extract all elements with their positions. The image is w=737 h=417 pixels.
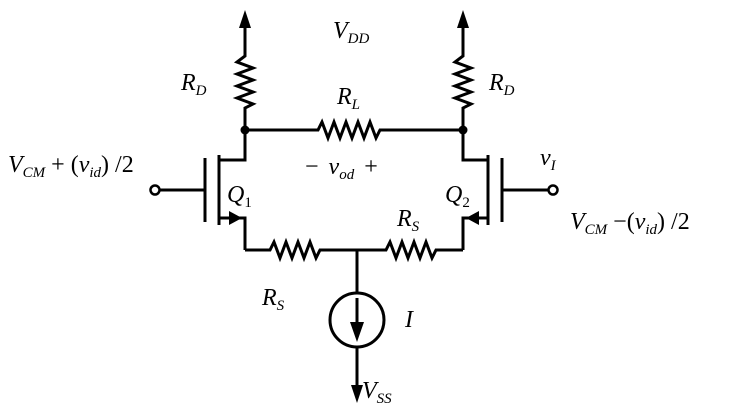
label-rd-left-sub: D	[195, 83, 207, 99]
label-input-right-mid: −(	[607, 209, 635, 235]
label-current-i-main: I	[404, 307, 414, 333]
label-rl-sub: L	[351, 97, 360, 113]
transistor-q2	[461, 130, 559, 250]
label-input-right-id: id	[645, 222, 657, 238]
label-input-right-v: V	[570, 209, 587, 235]
label-rs-right-main: R	[396, 206, 412, 232]
label-rs-right: RS	[396, 206, 420, 235]
label-vod: −vod +	[305, 154, 378, 183]
label-rl-main: R	[336, 84, 352, 110]
label-rd-left-main: R	[180, 70, 196, 96]
resistor-rs-left	[245, 237, 357, 263]
label-rs-left-main: R	[261, 285, 277, 311]
label-input-left-end: ) /2	[101, 152, 134, 178]
label-rs-left-sub: S	[277, 298, 285, 314]
label-vss: VSS	[362, 378, 392, 407]
label-rd-right-main: R	[488, 70, 504, 96]
label-rd-right: RD	[488, 70, 515, 99]
label-q2-sub: 2	[462, 195, 470, 211]
label-rd-right-sub: D	[503, 83, 515, 99]
label-vdd-sub: DD	[347, 31, 370, 47]
label-q1-main: Q	[227, 182, 244, 208]
label-input-right-vid: v	[635, 209, 646, 235]
label-rs-right-sub: S	[412, 219, 420, 235]
label-vi-sub: I	[550, 158, 557, 174]
resistor-rs-right	[357, 237, 463, 263]
label-vod-plus: +	[364, 154, 378, 180]
resistor-rl	[245, 117, 463, 143]
label-q1: Q1	[227, 182, 252, 211]
current-source-i	[328, 250, 386, 385]
label-q1-sub: 1	[244, 195, 252, 211]
label-rs-left: RS	[261, 285, 285, 314]
label-vss-sub: SS	[377, 391, 393, 407]
label-vod-sub: od	[339, 167, 355, 183]
resistor-rd-right	[450, 52, 476, 130]
vdd-arrow-left	[239, 10, 251, 52]
resistor-rd-left	[232, 52, 258, 130]
label-rl: RL	[336, 84, 360, 113]
label-vdd-main: V	[333, 18, 350, 44]
label-current-i: I	[404, 307, 414, 333]
label-rd-left: RD	[180, 70, 207, 99]
label-input-right-end: ) /2	[657, 209, 690, 235]
label-vod-minus: −	[305, 154, 319, 180]
label-input-right: VCM −(vid) /2	[570, 209, 690, 238]
label-vi: vI	[540, 145, 557, 174]
label-q2: Q2	[445, 182, 470, 211]
label-input-left-cm: CM	[23, 165, 47, 181]
label-input-left: VCM + (vid) /2	[8, 152, 134, 181]
label-vi-main: v	[540, 145, 551, 171]
vss-arrow	[351, 385, 363, 403]
transistor-q1	[149, 130, 247, 250]
label-input-left-mid: + (	[45, 152, 79, 178]
label-input-left-vid: v	[79, 152, 90, 178]
label-input-left-id: id	[89, 165, 101, 181]
label-vod-main: v	[329, 154, 340, 180]
vdd-arrow-right	[457, 10, 469, 52]
label-input-left-v: V	[8, 152, 25, 178]
label-vdd: VDD	[333, 18, 370, 47]
label-vss-main: V	[362, 378, 379, 404]
label-input-right-cm: CM	[585, 222, 609, 238]
label-q2-main: Q	[445, 182, 462, 208]
